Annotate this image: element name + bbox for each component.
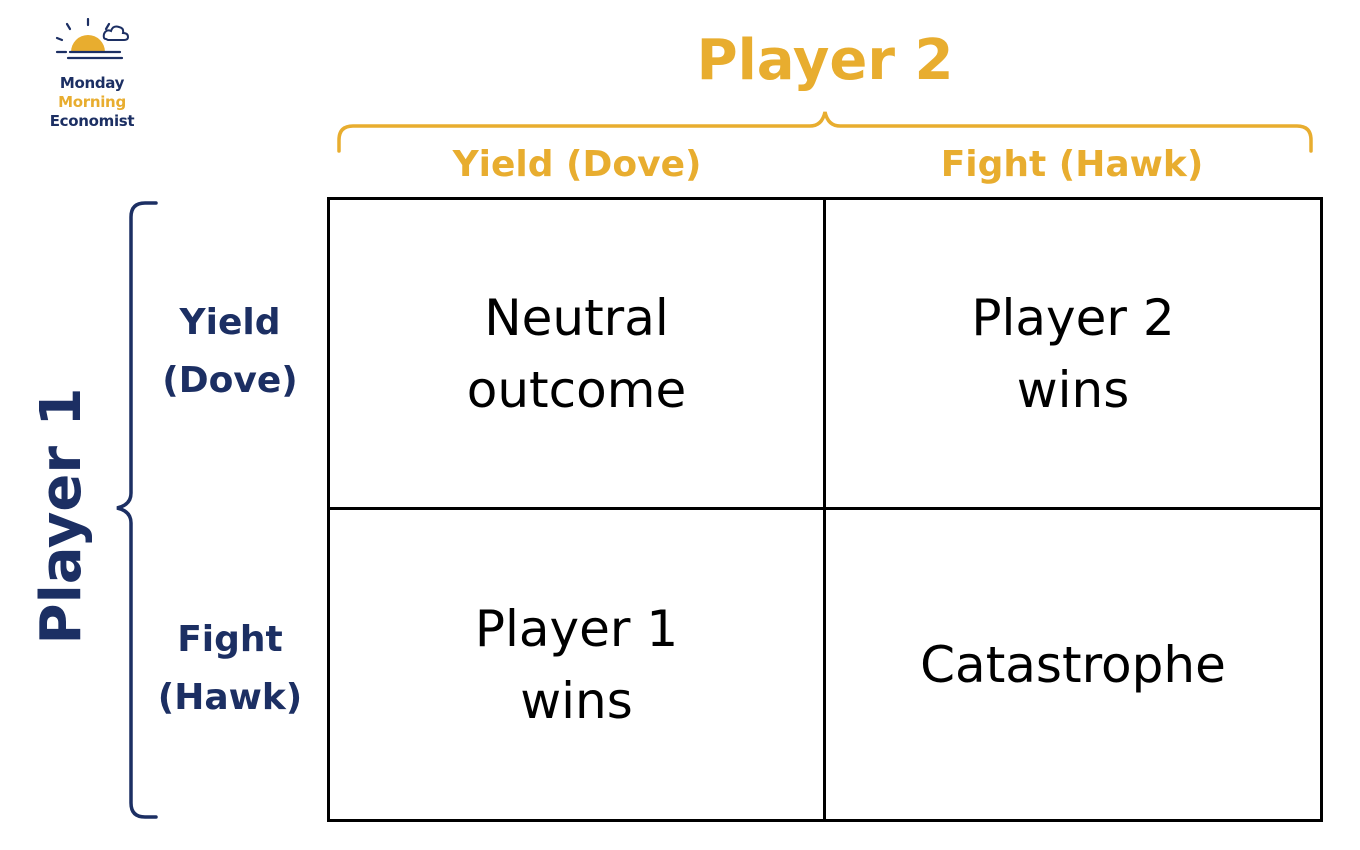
logo-line-morning: Morning — [58, 93, 126, 111]
cell-yield-yield-line1: Neutral — [484, 288, 669, 347]
cell-yield-fight-line2: wins — [1016, 360, 1130, 419]
row-label-yield-dove-line1: Yield — [179, 302, 281, 343]
sunrise-cloud-icon — [55, 18, 130, 60]
cell-fight-yield-line1: Player 1 — [474, 599, 679, 658]
logo-line-monday: Monday — [59, 74, 125, 92]
cell-fight-fight-line1: Catastrophe — [920, 635, 1226, 694]
cell-fight-fight: Catastrophe — [826, 510, 1320, 819]
column-label-fight-hawk: Fight (Hawk) — [940, 144, 1204, 185]
player2-title: Player 2 — [696, 28, 954, 93]
cell-yield-yield-line2: outcome — [466, 360, 687, 419]
cell-yield-fight: Player 2 wins — [826, 200, 1320, 507]
logo-line-economist: Economist — [49, 112, 135, 130]
player1-title: Player 1 — [29, 387, 94, 645]
row-label-fight-hawk-line2: (Hawk) — [157, 677, 303, 718]
cell-fight-yield: Player 1 wins — [330, 510, 823, 819]
logo: Monday Morning Economist — [40, 18, 150, 138]
column-label-yield-dove: Yield (Dove) — [452, 144, 702, 185]
row-label-fight-hawk: Fight (Hawk) — [138, 611, 322, 727]
cell-yield-yield: Neutral outcome — [330, 200, 823, 507]
cell-yield-fight-line1: Player 2 — [971, 288, 1175, 347]
player1-curly-bracket — [116, 201, 158, 819]
matrix-horizontal-divider — [327, 507, 1323, 510]
player2-curly-bracket — [337, 111, 1313, 153]
row-label-yield-dove-line2: (Dove) — [162, 360, 298, 401]
cell-fight-yield-line2: wins — [520, 671, 633, 730]
row-label-fight-hawk-line1: Fight — [177, 619, 283, 660]
row-label-yield-dove: Yield (Dove) — [138, 294, 322, 410]
